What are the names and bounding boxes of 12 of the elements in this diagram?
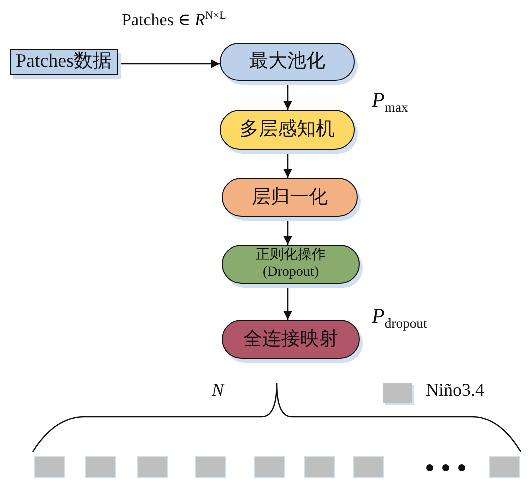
legend-text: Niño3.4 <box>426 380 484 401</box>
edge-label: Patches ∈ R$^{N×L}$ <box>122 10 226 31</box>
symbol-label: P$_{max}$ <box>372 88 408 116</box>
node-text: 全连接映射 <box>244 328 338 350</box>
node-text: 多层感知机 <box>240 119 335 141</box>
symbol-label: P$_{dropout}$ <box>372 304 428 332</box>
dimension-label: N <box>212 380 224 401</box>
node-text: 最大池化 <box>250 51 326 73</box>
node-text: Patches数据 <box>16 51 112 73</box>
node-text: 层归一化 <box>252 186 328 208</box>
node-text: 正则化操作 (Dropout) <box>255 248 327 281</box>
arrow <box>118 59 220 69</box>
